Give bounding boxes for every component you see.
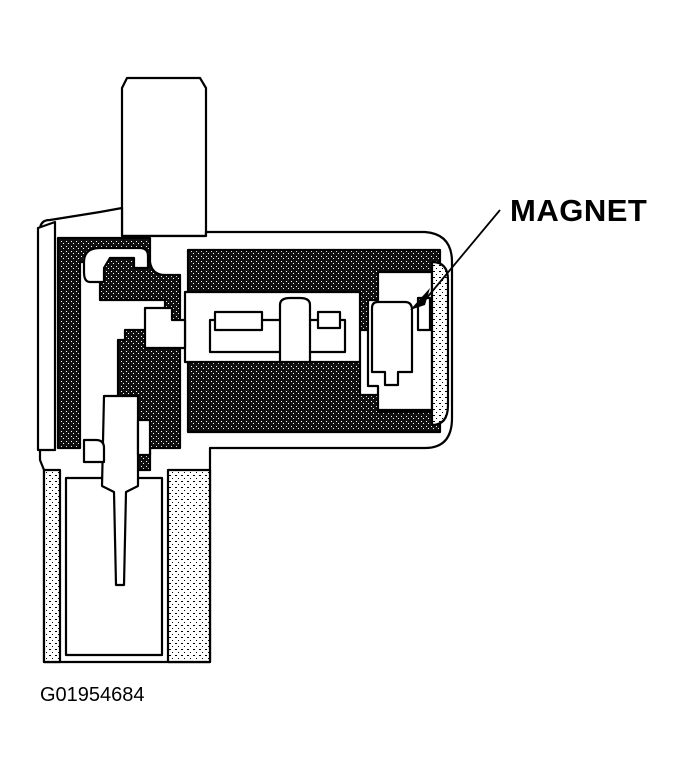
magnet-leader-line [424, 209, 501, 301]
end-cap-right [430, 260, 450, 427]
circuit-bump-2 [278, 296, 312, 364]
circuit-bump-3 [316, 310, 342, 330]
left-flange [36, 220, 57, 452]
connector-sleeve [42, 468, 62, 664]
magnet [370, 300, 414, 387]
top-terminal-post [120, 76, 208, 238]
connector-sleeve-right [166, 468, 212, 664]
bottom-clip-left [82, 438, 106, 464]
magnet-leader-arrow [410, 288, 430, 310]
magnet-label: MAGNET [510, 193, 648, 228]
figure-id: G01954684 [40, 684, 145, 706]
pin-side-tab [136, 418, 152, 457]
connector-clip [82, 246, 150, 284]
circuit-bump-1 [213, 310, 264, 332]
circuit-block-left [143, 306, 187, 350]
molded-body-lower [186, 360, 442, 434]
